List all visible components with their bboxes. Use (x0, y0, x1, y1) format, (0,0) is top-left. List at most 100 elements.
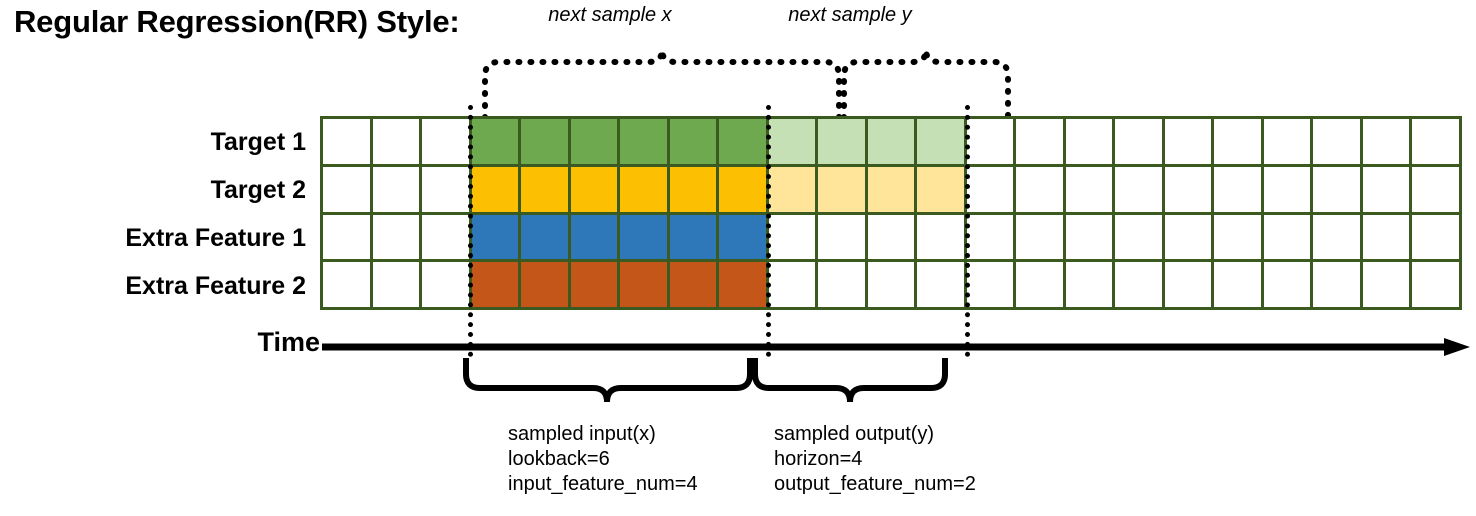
grid-cell-empty (1016, 119, 1063, 164)
grid-cell-input (719, 119, 766, 164)
grid-cell-input (620, 214, 667, 260)
top-brace-group (482, 49, 1011, 120)
grid-cell-empty (1313, 119, 1360, 164)
grid-cell-empty (1214, 119, 1261, 164)
grid-row (323, 166, 1459, 212)
grid-cell-input (620, 119, 667, 164)
grid-cell-empty (867, 262, 915, 307)
caption-input-line-1: sampled input(x) (508, 423, 656, 445)
grid-cell-empty (372, 166, 420, 212)
grid-cell-input (570, 166, 618, 212)
grid-cell-empty (1016, 166, 1063, 212)
grid-cell-input (719, 166, 766, 212)
bottom-brace-group (463, 358, 948, 403)
brace-sampled-output (752, 358, 948, 403)
grid-row (323, 119, 1459, 164)
grid-cell-input (471, 262, 519, 307)
grid-cell-empty (1263, 166, 1311, 212)
grid-cell-empty (422, 166, 469, 212)
row-label-target-1: Target 1 (210, 128, 306, 156)
grid-cell-empty (1115, 119, 1162, 164)
timeseries-grid (320, 116, 1462, 310)
grid-cell-input (521, 166, 568, 212)
grid-cell-empty (867, 214, 915, 260)
grid-cell-output (917, 166, 964, 212)
grid-cell-output (867, 119, 915, 164)
grid-cell-empty (818, 214, 865, 260)
grid-cell-input (570, 262, 618, 307)
grid-cell-empty (966, 214, 1014, 260)
caption-output-line-3: output_feature_num=2 (774, 473, 976, 495)
grid-cell-empty (1412, 214, 1459, 260)
grid-cell-empty (1065, 262, 1113, 307)
row-label-extra-feature-1: Extra Feature 1 (125, 224, 306, 252)
grid-cell-input (719, 214, 766, 260)
grid-cell-empty (1362, 262, 1410, 307)
grid-cell-empty (768, 262, 816, 307)
grid-cell-empty (818, 262, 865, 307)
grid-cell-empty (1214, 262, 1261, 307)
grid-cell-output (818, 166, 865, 212)
grid-cell-input (669, 119, 717, 164)
grid-cell-empty (422, 262, 469, 307)
grid-cell-empty (1164, 214, 1212, 260)
grid-cell-output (768, 119, 816, 164)
grid-cell-empty (1313, 262, 1360, 307)
grid-cell-empty (1412, 262, 1459, 307)
caption-output-line-2: horizon=4 (774, 448, 863, 470)
grid-cell-empty (1115, 166, 1162, 212)
brace-next-sample-y (841, 49, 1011, 120)
grid-cell-empty (1313, 166, 1360, 212)
grid-row (323, 262, 1459, 307)
grid-cell-input (471, 119, 519, 164)
caption-sampled-output: sampled output(y) horizon=4 output_featu… (774, 422, 976, 497)
grid-cell-empty (1164, 166, 1212, 212)
brace-sampled-input (463, 358, 753, 403)
grid-cell-input (719, 262, 766, 307)
grid-cell-input (669, 262, 717, 307)
guide-line-input-start (468, 105, 473, 357)
grid-cell-empty (768, 214, 816, 260)
grid-cell-empty (1412, 166, 1459, 212)
grid-row (323, 214, 1459, 260)
grid-cell-input (521, 214, 568, 260)
grid-cell-empty (422, 119, 469, 164)
grid-cell-empty (917, 214, 964, 260)
caption-sampled-input: sampled input(x) lookback=6 input_featur… (508, 422, 698, 497)
guide-line-input-end (766, 105, 771, 357)
grid-cell-empty (1263, 214, 1311, 260)
grid-cell-empty (1115, 214, 1162, 260)
grid-cell-empty (966, 166, 1014, 212)
grid-cell-input (620, 262, 667, 307)
grid-cell-input (570, 119, 618, 164)
grid-cell-empty (966, 262, 1014, 307)
grid-cell-output (917, 119, 964, 164)
grid-cell-empty (1313, 214, 1360, 260)
grid-cell-empty (372, 214, 420, 260)
time-axis-label: Time (257, 327, 320, 357)
grid-cell-empty (1016, 214, 1063, 260)
grid-cell-empty (1065, 214, 1113, 260)
grid-cell-empty (323, 166, 370, 212)
grid-cell-input (620, 166, 667, 212)
grid-cell-empty (1065, 166, 1113, 212)
grid-cell-empty (1412, 119, 1459, 164)
row-label-extra-feature-2: Extra Feature 2 (125, 272, 306, 300)
caption-input-line-3: input_feature_num=4 (508, 473, 698, 495)
brace-next-sample-x (482, 49, 842, 120)
grid-cell-empty (1065, 119, 1113, 164)
grid-cell-input (521, 262, 568, 307)
grid-cell-input (471, 166, 519, 212)
grid-cell-input (471, 214, 519, 260)
page-title: Regular Regression(RR) Style: (14, 4, 460, 39)
grid-cell-input (521, 119, 568, 164)
grid-cell-output (818, 119, 865, 164)
grid-cell-empty (372, 119, 420, 164)
grid-cell-empty (1362, 166, 1410, 212)
grid-cell-empty (966, 119, 1014, 164)
grid-cell-empty (1214, 166, 1261, 212)
row-label-group: Target 1 Target 2 Extra Feature 1 Extra … (0, 118, 320, 310)
grid-cell-empty (422, 214, 469, 260)
grid-cell-empty (1115, 262, 1162, 307)
